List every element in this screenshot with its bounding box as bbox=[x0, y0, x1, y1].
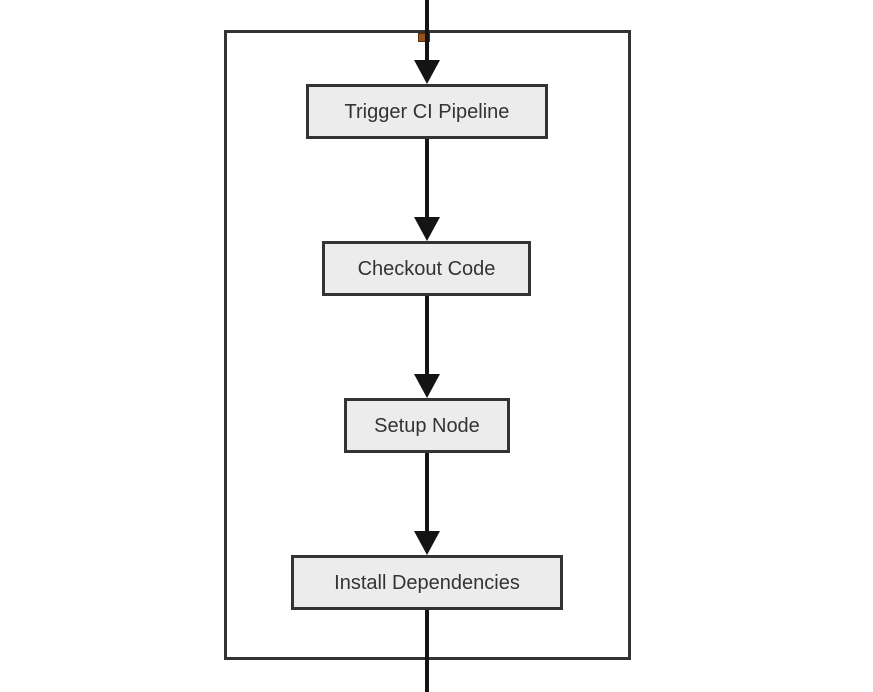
edge-line-incoming bbox=[425, 0, 429, 62]
node-label: Trigger CI Pipeline bbox=[344, 100, 510, 123]
arrow-down-icon bbox=[414, 60, 440, 84]
node-trigger-ci-pipeline: Trigger CI Pipeline bbox=[306, 84, 548, 139]
node-checkout-code: Checkout Code bbox=[322, 241, 531, 296]
edge-line-setup-to-install bbox=[425, 453, 429, 533]
arrow-down-icon bbox=[414, 531, 440, 555]
node-label: Setup Node bbox=[374, 414, 480, 437]
edge-line-outgoing bbox=[425, 610, 429, 692]
node-label: Checkout Code bbox=[357, 257, 496, 280]
arrow-down-icon bbox=[414, 217, 440, 241]
node-install-dependencies: Install Dependencies bbox=[291, 555, 563, 610]
edge-line-trigger-to-checkout bbox=[425, 139, 429, 219]
edge-line-checkout-to-setup bbox=[425, 296, 429, 376]
node-label: Install Dependencies bbox=[334, 571, 520, 594]
arrow-down-icon bbox=[414, 374, 440, 398]
edge-crossing-marker bbox=[418, 33, 430, 42]
node-setup-node: Setup Node bbox=[344, 398, 510, 453]
